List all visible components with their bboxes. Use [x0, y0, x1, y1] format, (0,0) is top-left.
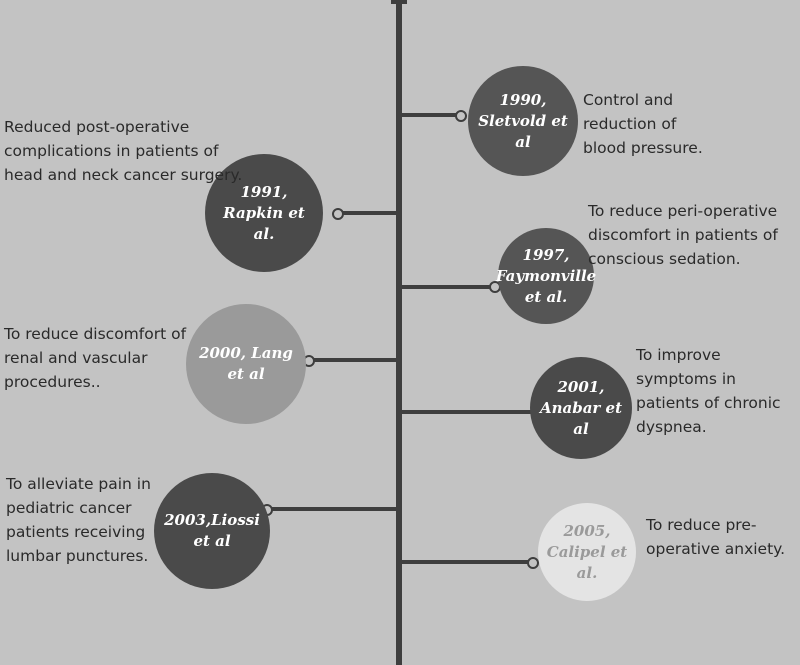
description-1990: Control and reduction of blood pressure. — [583, 91, 703, 157]
circle-1991: 1991, Rapkin et al. — [205, 154, 323, 272]
circle-1997: 1997, Faymonville et al. — [496, 228, 596, 324]
knob-1991 — [332, 208, 344, 220]
branch-1991 — [342, 211, 398, 215]
branch-1990 — [400, 113, 458, 117]
circle-2001: 2001, Anabar et al — [530, 357, 632, 459]
branch-2000 — [312, 358, 398, 362]
branch-2001 — [400, 410, 532, 414]
timeline-axis — [396, 0, 402, 665]
description-2001: To improve symptoms in patients of chron… — [636, 346, 781, 436]
description-1997: To reduce peri-operative discomfort in p… — [588, 202, 778, 268]
description-2000: To reduce discomfort of renal and vascul… — [4, 325, 187, 391]
branch-2005 — [400, 560, 530, 564]
description-1991: Reduced post-operative complications in … — [4, 118, 243, 184]
circle-label-2003: 2003,Liossi et al — [164, 511, 260, 550]
knob-2005 — [527, 557, 539, 569]
circle-2003: 2003,Liossi et al — [154, 473, 270, 589]
description-2003: To alleviate pain in pediatric cancer pa… — [6, 475, 151, 565]
circle-label-1991: 1991, Rapkin et al. — [223, 182, 305, 243]
branch-1997 — [400, 285, 492, 289]
circle-1990: 1990, Sletvold et al — [468, 66, 578, 176]
timeline-axis-cap — [391, 0, 407, 4]
circle-label-2001: 2001, Anabar et al — [539, 377, 623, 438]
branch-2003 — [270, 507, 398, 511]
circle-label-1990: 1990, Sletvold et al — [478, 90, 568, 151]
description-2005: To reduce pre-operative anxiety. — [646, 516, 786, 558]
knob-1990 — [455, 110, 467, 122]
circle-2000: 2000, Lang et al — [186, 304, 306, 424]
circle-label-2005: 2005, Calipel et al. — [546, 521, 628, 582]
circle-label-1997: 1997, Faymonville et al. — [495, 245, 597, 306]
circle-2005: 2005, Calipel et al. — [538, 503, 636, 601]
circle-label-2000: 2000, Lang et al — [199, 344, 293, 383]
